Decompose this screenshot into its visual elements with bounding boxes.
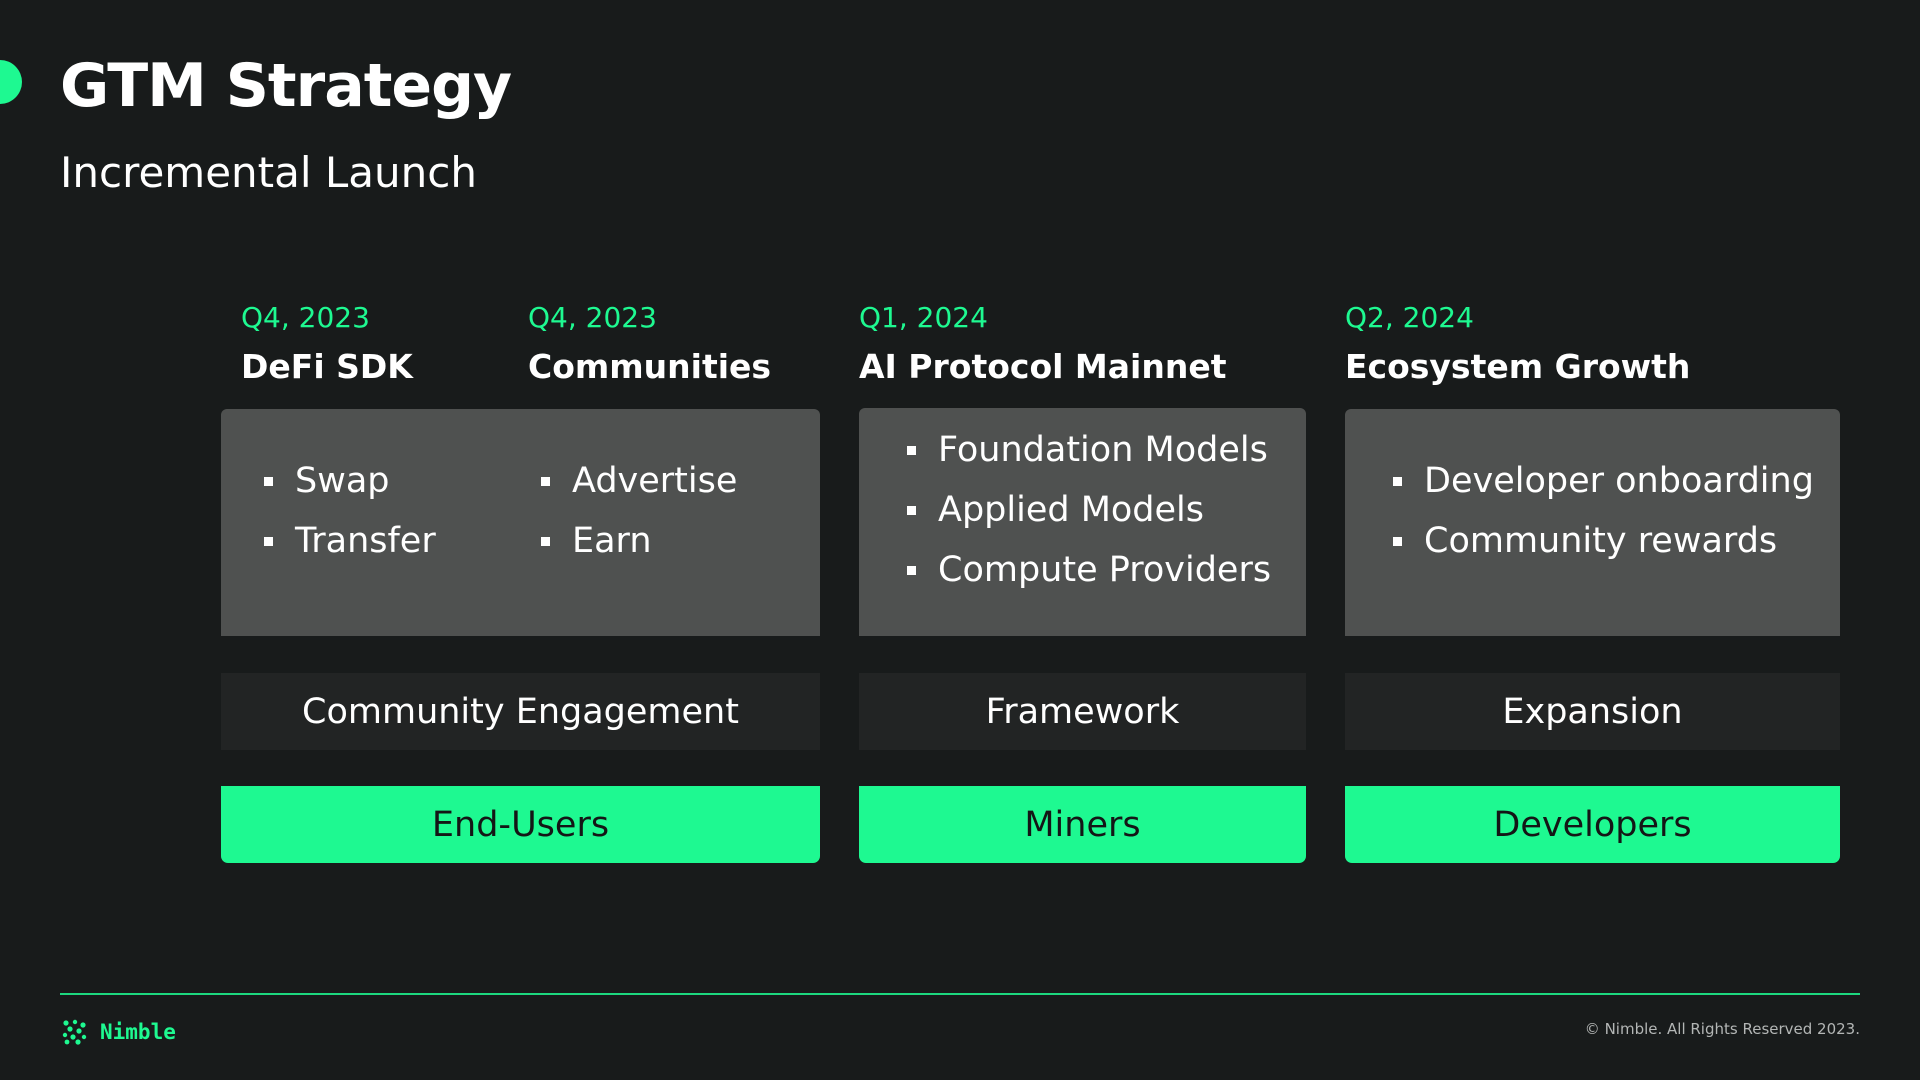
phase-title: DeFi SDK [241, 347, 413, 386]
square-bullet-icon [264, 536, 273, 546]
page-subtitle: Incremental Launch [60, 148, 477, 197]
list-item-label: Swap [295, 461, 390, 501]
feature-box-ecosystem: Developer onboarding Community rewards [1345, 409, 1840, 636]
accent-dot [0, 60, 22, 104]
phase-title: AI Protocol Mainnet [859, 347, 1227, 386]
phase-date: Q4, 2023 [528, 301, 657, 334]
square-bullet-icon [541, 536, 550, 546]
feature-list-ecosystem: Developer onboarding Community rewards [1393, 451, 1814, 571]
list-item: Compute Providers [907, 540, 1271, 600]
copyright-notice: © Nimble. All Rights Reserved 2023. [1584, 1020, 1860, 1038]
brand-name: Nimble [100, 1020, 176, 1044]
square-bullet-icon [1393, 476, 1402, 486]
goal-label: Community Engagement [302, 691, 739, 732]
phase-date: Q1, 2024 [859, 301, 988, 334]
audience-bar-end-users: End-Users [221, 786, 820, 863]
phase-header-communities: Q4, 2023 Communities [528, 301, 771, 387]
square-bullet-icon [907, 445, 916, 455]
list-item: Developer onboarding [1393, 451, 1814, 511]
goal-bar-expansion: Expansion [1345, 673, 1840, 750]
nimble-logo-icon [62, 1019, 87, 1045]
footer-divider [60, 993, 1860, 995]
list-item: Earn [541, 511, 737, 571]
feature-box-ai-protocol: Foundation Models Applied Models Compute… [859, 408, 1306, 636]
phase-header-defi-sdk: Q4, 2023 DeFi SDK [241, 301, 413, 387]
square-bullet-icon [541, 476, 550, 486]
feature-list-communities: Advertise Earn [541, 451, 737, 571]
feature-list-defi-sdk: Swap Transfer [264, 451, 436, 571]
feature-box-sdk-communities: Swap Transfer Advertise Earn [221, 409, 820, 636]
list-item-label: Applied Models [938, 490, 1205, 530]
list-item-label: Developer onboarding [1424, 461, 1814, 501]
brand-logo: Nimble [62, 1019, 176, 1045]
page-title: GTM Strategy [60, 51, 512, 121]
square-bullet-icon [1393, 536, 1402, 546]
audience-bar-developers: Developers [1345, 786, 1840, 863]
feature-list-ai-protocol: Foundation Models Applied Models Compute… [907, 420, 1271, 600]
goal-bar-community-engagement: Community Engagement [221, 673, 820, 750]
goal-label: Expansion [1502, 691, 1683, 732]
list-item: Applied Models [907, 480, 1271, 540]
audience-label: End-Users [431, 804, 610, 845]
phase-header-ecosystem-growth: Q2, 2024 Ecosystem Growth [1345, 301, 1690, 387]
list-item: Transfer [264, 511, 436, 571]
phase-header-ai-protocol-mainnet: Q1, 2024 AI Protocol Mainnet [859, 301, 1226, 387]
list-item-label: Community rewards [1424, 521, 1778, 561]
phase-title: Communities [528, 347, 772, 386]
square-bullet-icon [907, 565, 916, 575]
phase-title: Ecosystem Growth [1345, 347, 1691, 386]
list-item: Advertise [541, 451, 737, 511]
list-item: Foundation Models [907, 420, 1271, 480]
phase-date: Q2, 2024 [1345, 301, 1474, 334]
list-item: Swap [264, 451, 436, 511]
list-item-label: Transfer [295, 521, 436, 561]
list-item-label: Compute Providers [938, 550, 1272, 590]
list-item: Community rewards [1393, 511, 1814, 571]
list-item-label: Earn [572, 521, 652, 561]
list-item-label: Foundation Models [938, 430, 1268, 470]
goal-label: Framework [985, 691, 1180, 732]
phase-date: Q4, 2023 [241, 301, 370, 334]
audience-label: Miners [1024, 804, 1141, 845]
square-bullet-icon [264, 476, 273, 486]
audience-bar-miners: Miners [859, 786, 1306, 863]
goal-bar-framework: Framework [859, 673, 1306, 750]
list-item-label: Advertise [572, 461, 738, 501]
audience-label: Developers [1493, 804, 1692, 845]
square-bullet-icon [907, 505, 916, 515]
